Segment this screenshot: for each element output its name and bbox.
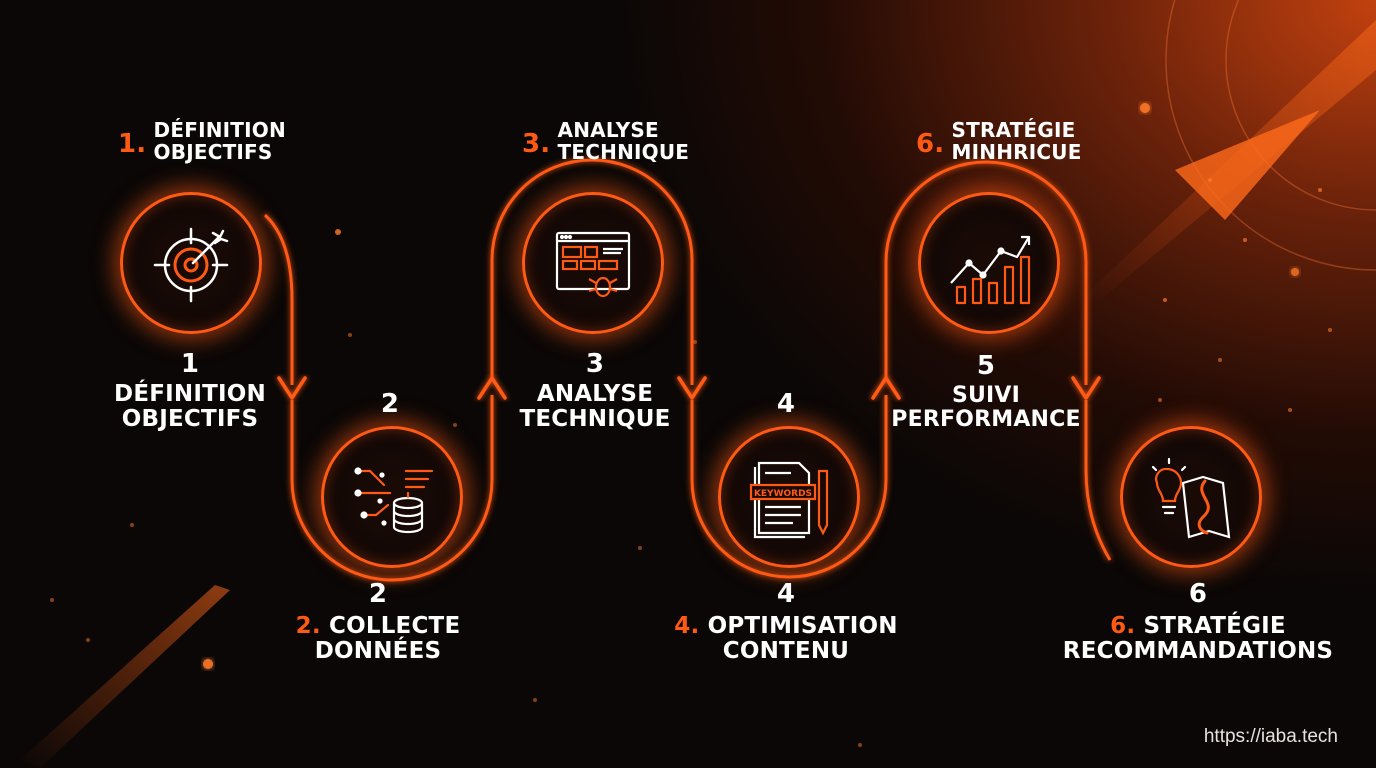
step-3-circle [522,192,664,334]
arrow-down-1 [277,376,307,400]
step-5-middle-label: 5 SUIVI PERFORMANCE [886,352,1086,432]
step-3-middle-title: ANALYSE TECHNIQUE [519,381,671,432]
arrow-up-2 [477,376,507,400]
arrow-up-4 [871,376,901,400]
step-2-bottom-label: 2 2. COLLECTE DONNÉES [278,580,478,664]
arrow-down-3 [677,376,707,400]
step-4-bottom-title-2: CONTENU [722,637,850,664]
step-1-middle-title: DÉFINITION OBJECTIFS [114,381,266,432]
connector-lines [263,158,1112,582]
arrow-down-5 [1071,376,1101,400]
step-3-top-label: 3. ANALYSE TECHNIQUE [522,118,690,164]
step-5-middle-number: 5 [976,351,996,381]
step-4-bottom-prefix: 4. [674,613,700,640]
step-6-circle [1120,426,1262,568]
step-6-bottom-number: 6 [1188,579,1208,609]
step-3-top-number: 3. [522,129,551,159]
step-6-bottom-title-1: STRATÉGIE [1143,613,1286,640]
step-1-top-label: 1. DÉFINITION OBJECTIFS [118,118,286,164]
step-2-bottom-title-2: DONNÉES [314,637,442,664]
step-3-middle-number: 3 [585,349,605,379]
site-url-link[interactable]: https://iaba.tech [1203,726,1338,747]
step-4-bottom-title-1: OPTIMISATION [707,613,898,640]
step-5-circle [918,192,1060,334]
target-icon [153,227,229,303]
step-6-top-number: 6. [916,129,945,159]
step-2-bottom-title-1: COLLECTE [329,613,461,640]
keywords-document-icon: KEYWORDS [749,461,829,539]
sparkles [50,103,1332,747]
step-6-bottom-prefix: 6. [1110,613,1136,640]
step-6-bottom-label: 6 6. STRATÉGIE RECOMMANDATIONS [1050,580,1346,664]
step-4-top-number: 4 [776,389,796,419]
step-2-bottom-prefix: 2. [295,613,321,640]
step-4-bottom-label: 4 4. OPTIMISATION CONTENU [666,580,906,664]
step-1-top-title: DÉFINITION OBJECTIFS [153,118,286,164]
step-6-top-label: 6. STRATÉGIE MINHRICUE [916,118,1082,164]
step-4-circle: KEYWORDS [718,426,860,568]
growth-chart-icon [950,235,1031,305]
step-1-circle [120,192,262,334]
step-6-bottom-title-2: RECOMMANDATIONS [1062,637,1334,664]
step-2-top-number: 2 [380,389,400,419]
step-3-top-title: ANALYSE TECHNIQUE [557,118,690,164]
arrow-heads [277,376,1101,400]
step-6-top-title: STRATÉGIE MINHRICUE [951,118,1082,164]
decorative-arcs [1165,0,1376,271]
step-5-middle-title: SUIVI PERFORMANCE [891,383,1081,432]
step-4-bottom-number: 4 [776,579,796,609]
step-1-top-number: 1. [118,129,147,159]
step-2-circle [321,426,463,568]
data-collection-icon [354,467,434,534]
lightbulb-roadmap-icon [1151,457,1231,539]
step-3-middle-label: 3 ANALYSE TECHNIQUE [510,350,680,432]
light-streak-bottom [20,585,230,768]
step-1-middle-number: 1 [180,349,200,379]
web-analysis-bug-icon [555,231,631,298]
keywords-label: KEYWORDS [754,489,812,499]
step-2-bottom-number: 2 [368,579,388,609]
step-1-middle-label: 1 DÉFINITION OBJECTIFS [110,350,270,432]
